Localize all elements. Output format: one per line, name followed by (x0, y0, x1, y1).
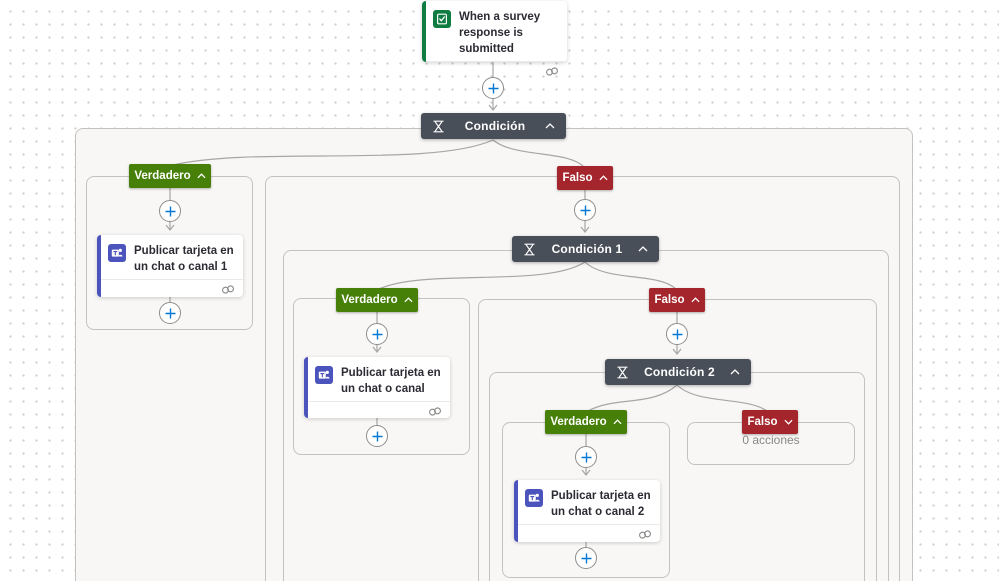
plus-icon (165, 206, 175, 216)
false-badge-label: Falso (562, 172, 593, 184)
plus-icon (672, 329, 682, 339)
insert-step-button[interactable] (366, 323, 388, 345)
chevron-up-icon[interactable] (690, 297, 700, 303)
condition-label: Condición (464, 119, 526, 133)
insert-step-button[interactable] (159, 200, 181, 222)
action-card-body: Publicar tarjeta en un chat o canal (304, 357, 450, 401)
insert-step-button[interactable] (575, 446, 597, 468)
connection-link-icon (639, 529, 651, 539)
true-badge-label: Verdadero (134, 170, 191, 182)
condition-1-label: Condición 1 (551, 242, 623, 256)
action-card-body: Publicar tarjeta en un chat o canal 2 (514, 480, 660, 524)
insert-step-button[interactable] (159, 302, 181, 324)
trigger-card[interactable]: When a survey response is submitted (422, 1, 567, 76)
condition-2-label: Condición 2 (644, 365, 715, 379)
teams-icon (108, 244, 126, 262)
false-branch-3-container (687, 422, 855, 465)
false-branch-1-badge[interactable]: Falso (557, 166, 613, 190)
plus-icon (581, 452, 591, 462)
false-branch-3-badge[interactable]: Falso (742, 410, 798, 434)
insert-step-button[interactable] (574, 199, 596, 221)
insert-step-button[interactable] (482, 77, 504, 99)
plus-icon (580, 205, 590, 215)
action-title: Publicar tarjeta en un chat o canal (341, 367, 441, 395)
trigger-card-body: When a survey response is submitted (422, 1, 567, 61)
action-title: Publicar tarjeta en un chat o canal 2 (551, 490, 651, 518)
chevron-up-icon[interactable] (598, 175, 608, 181)
action-card-footer (304, 401, 450, 420)
trigger-card-footer (422, 61, 567, 80)
true-branch-2-badge[interactable]: Verdadero (336, 288, 418, 312)
action-card-2[interactable]: Publicar tarjeta en un chat o canal (304, 357, 450, 418)
true-branch-3-badge[interactable]: Verdadero (545, 410, 627, 434)
action-card-footer (97, 279, 243, 298)
action-accent-bar (97, 235, 101, 297)
action-card-body: Publicar tarjeta en un chat o canal 1 (97, 235, 243, 279)
chevron-down-icon[interactable] (783, 419, 793, 425)
teams-icon (315, 366, 333, 384)
true-branch-1-badge[interactable]: Verdadero (129, 164, 211, 188)
collapse-chevron-up-icon[interactable] (638, 246, 648, 252)
empty-branch-text: 0 acciones (742, 433, 800, 447)
action-card-1[interactable]: Publicar tarjeta en un chat o canal 1 (97, 235, 243, 297)
connection-link-icon (546, 66, 558, 76)
plus-icon (372, 431, 382, 441)
action-accent-bar (514, 480, 518, 542)
true-badge-label: Verdadero (341, 294, 398, 306)
action-accent-bar (304, 357, 308, 418)
chevron-up-icon[interactable] (404, 297, 413, 303)
action-card-3[interactable]: Publicar tarjeta en un chat o canal 2 (514, 480, 660, 542)
false-badge-label: Falso (747, 416, 778, 428)
condition-1-node-header[interactable]: Condición 1 (512, 236, 659, 262)
forms-icon (433, 10, 451, 28)
plus-icon (488, 83, 498, 93)
chevron-up-icon[interactable] (613, 419, 622, 425)
false-badge-label: Falso (654, 294, 685, 306)
connection-link-icon (429, 406, 441, 416)
chevron-up-icon[interactable] (197, 173, 206, 179)
insert-step-button[interactable] (366, 425, 388, 447)
action-title: Publicar tarjeta en un chat o canal 1 (134, 245, 234, 273)
plus-icon (372, 329, 382, 339)
condition-icon (433, 120, 444, 132)
insert-step-button[interactable] (666, 323, 688, 345)
insert-step-button[interactable] (575, 547, 597, 569)
trigger-title: When a survey response is submitted (459, 11, 541, 55)
condition-2-node-header[interactable]: Condición 2 (605, 359, 751, 385)
connection-link-icon (222, 284, 234, 294)
teams-icon (525, 489, 543, 507)
collapse-chevron-up-icon[interactable] (730, 369, 740, 375)
condition-icon (617, 366, 628, 378)
plus-icon (581, 553, 591, 563)
true-badge-label: Verdadero (550, 416, 607, 428)
trigger-accent-bar (422, 1, 426, 62)
plus-icon (165, 308, 175, 318)
action-card-footer (514, 524, 660, 543)
collapse-chevron-up-icon[interactable] (545, 123, 555, 129)
condition-icon (524, 243, 535, 255)
condition-node-header[interactable]: Condición (421, 113, 566, 139)
false-branch-2-badge[interactable]: Falso (649, 288, 705, 312)
